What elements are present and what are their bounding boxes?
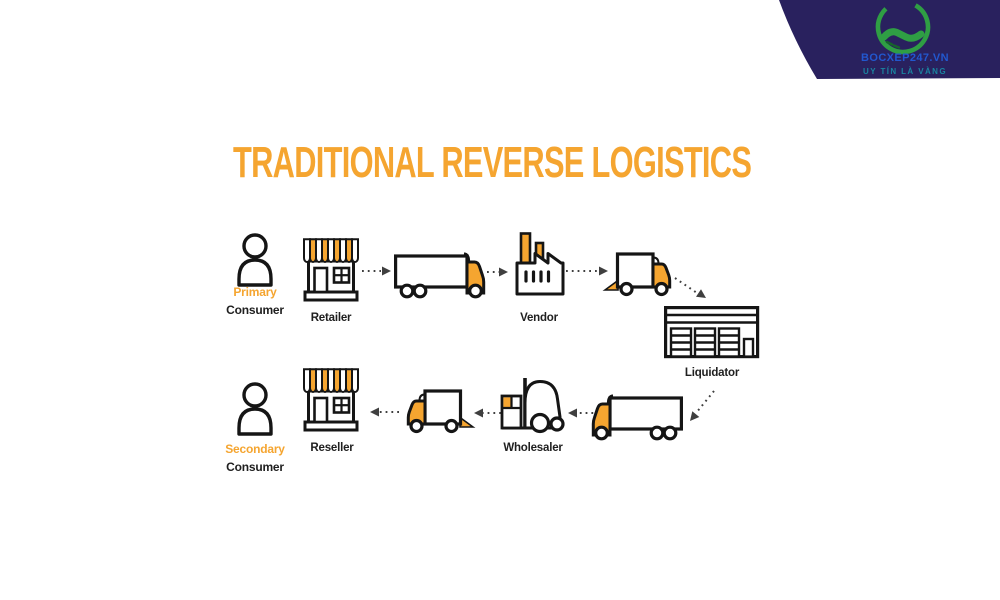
label-vendor: Vendor xyxy=(520,312,558,324)
label-primary: Primary xyxy=(233,285,277,299)
page-title: TRADITIONAL REVERSE LOGISTICS xyxy=(233,138,752,187)
label-secondary: Secondary xyxy=(225,442,285,456)
semi-truck-icon xyxy=(591,393,684,441)
handshake-circle-icon xyxy=(875,0,931,55)
brand-tagline: UY TÍN LÀ VÀNG xyxy=(863,67,947,76)
label-wholesaler: Wholesaler xyxy=(503,442,563,454)
brand-name: BOCXEP247.VN xyxy=(861,52,949,64)
box-truck-icon xyxy=(406,389,475,434)
person-icon xyxy=(237,233,273,287)
forklift-icon xyxy=(500,376,565,434)
flow-arrows xyxy=(362,270,715,414)
warehouse-icon xyxy=(663,306,760,359)
semi-truck-icon xyxy=(394,251,486,299)
label-secondary-consumer: Consumer xyxy=(226,460,284,474)
label-reseller: Reseller xyxy=(310,442,354,454)
factory-icon xyxy=(515,231,565,296)
label-retailer: Retailer xyxy=(310,312,352,324)
storefront-icon xyxy=(304,369,358,430)
brand-panel-shape xyxy=(779,0,1000,79)
arrow-heads xyxy=(370,266,706,421)
dotted-arrow xyxy=(695,390,715,414)
label-primary-consumer: Consumer xyxy=(226,303,284,317)
person-icon xyxy=(237,382,273,436)
dotted-arrow xyxy=(674,277,698,294)
brand-panel xyxy=(779,0,1000,79)
box-truck-icon xyxy=(603,252,672,297)
label-liquidator: Liquidator xyxy=(684,367,740,379)
